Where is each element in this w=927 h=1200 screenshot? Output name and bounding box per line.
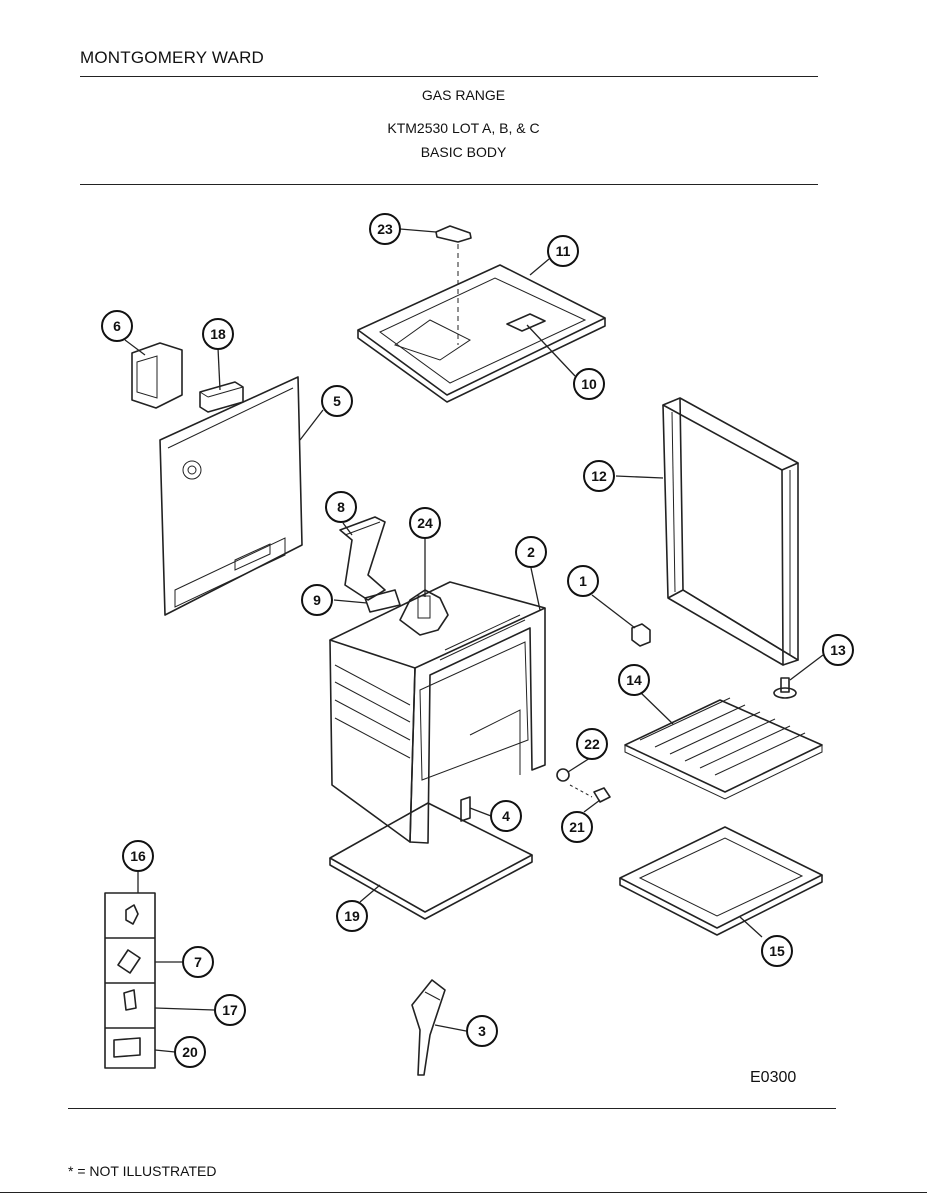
model-number: KTM2530 LOT A, B, & C: [387, 120, 540, 136]
svg-text:12: 12: [591, 468, 607, 484]
svg-text:23: 23: [377, 221, 393, 237]
part-24-burner: [399, 589, 449, 636]
callout-21: 21: [561, 811, 593, 843]
part-15-broiler-pan: [619, 826, 823, 936]
header-rule-bottom: [80, 184, 818, 185]
svg-text:24: 24: [417, 515, 433, 531]
callout-3: 3: [466, 1015, 498, 1047]
callout-16: 16: [122, 840, 154, 872]
part-2-oven-body: [329, 581, 546, 844]
svg-text:16: 16: [130, 848, 146, 864]
part-3-door-spring: [411, 979, 446, 1076]
svg-text:5: 5: [333, 393, 341, 409]
callout-17: 17: [214, 994, 246, 1026]
part-13-leveling-leg: [773, 677, 797, 699]
callout-13: 13: [822, 634, 854, 666]
part-19-bottom-panel: [329, 802, 533, 920]
svg-text:21: 21: [569, 819, 585, 835]
part-4-clip: [460, 796, 471, 822]
callout-23: 23: [369, 213, 401, 245]
callout-18: 18: [202, 318, 234, 350]
svg-text:14: 14: [626, 672, 642, 688]
callout-7: 7: [182, 946, 214, 978]
callout-19: 19: [336, 900, 368, 932]
callout-8: 8: [325, 491, 357, 523]
leader-lines: [124, 228, 824, 1053]
svg-text:11: 11: [556, 243, 571, 259]
footnote: * = NOT ILLUSTRATED: [68, 1163, 217, 1179]
svg-text:7: 7: [194, 954, 202, 970]
header-rule-top: [80, 76, 818, 77]
callout-11: 11: [547, 235, 579, 267]
svg-text:3: 3: [478, 1023, 486, 1039]
part-5-rear-panel: [159, 376, 303, 616]
callout-2: 2: [515, 536, 547, 568]
part-10-cooktop-insert: [506, 313, 546, 332]
callout-5: 5: [321, 385, 353, 417]
callout-1: 1: [567, 565, 599, 597]
callout-6: 6: [101, 310, 133, 342]
svg-text:15: 15: [769, 943, 785, 959]
callout-15: 15: [761, 935, 793, 967]
figure-code: E0300: [750, 1069, 797, 1086]
footer-rule: [68, 1108, 836, 1109]
callout-9: 9: [301, 584, 333, 616]
svg-text:2: 2: [527, 544, 535, 560]
part-22-nut: [556, 768, 593, 798]
svg-text:13: 13: [830, 642, 846, 658]
svg-text:8: 8: [337, 499, 345, 515]
svg-text:10: 10: [581, 376, 597, 392]
callout-12: 12: [583, 460, 615, 492]
section-name: BASIC BODY: [420, 144, 507, 160]
svg-text:22: 22: [584, 736, 600, 752]
part-14-oven-rack: [624, 697, 823, 800]
svg-text:6: 6: [113, 318, 121, 334]
callout-14: 14: [618, 664, 650, 696]
svg-text:20: 20: [182, 1044, 198, 1060]
page-bottom-edge: [0, 1192, 927, 1193]
brand-name: MONTGOMERY WARD: [80, 48, 265, 67]
svg-text:19: 19: [344, 908, 360, 924]
callout-22: 22: [576, 728, 608, 760]
svg-text:1: 1: [579, 573, 587, 589]
part-11-cooktop: [357, 264, 606, 403]
callout-20: 20: [174, 1036, 206, 1068]
small-parts-box: [104, 892, 156, 1069]
part-8-vent-duct: [339, 516, 386, 601]
svg-text:18: 18: [210, 326, 226, 342]
diagram-title: GAS RANGE: [421, 87, 506, 103]
callout-4: 4: [490, 800, 522, 832]
part-12-door-frame: [662, 397, 799, 666]
part-9-baffle: [364, 589, 401, 613]
svg-text:4: 4: [502, 808, 510, 824]
part-21-orifice: [593, 787, 611, 803]
svg-text:9: 9: [313, 592, 321, 608]
svg-text:17: 17: [222, 1002, 238, 1018]
part-18-duct: [199, 381, 244, 413]
part-23-handle: [435, 225, 472, 345]
part-6-bracket: [131, 342, 183, 409]
part-1-valve: [631, 623, 651, 647]
callout-10: 10: [573, 368, 605, 400]
callout-24: 24: [409, 507, 441, 539]
